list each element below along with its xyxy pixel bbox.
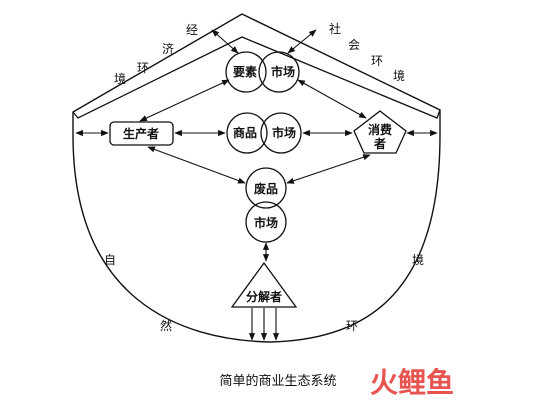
social-env-char-1: 社 bbox=[329, 21, 341, 36]
natural-env-char-1: 自 bbox=[104, 253, 116, 267]
goods-label: 商品 bbox=[233, 125, 257, 140]
arrow-market-to-consumer bbox=[297, 79, 367, 119]
consumer-pentagon bbox=[353, 110, 407, 154]
arrow-factors-to-producer bbox=[139, 79, 230, 122]
goods-market-label: 市场 bbox=[272, 125, 296, 140]
economic-env-char-2: 济 bbox=[162, 41, 174, 56]
factors-label: 要素 bbox=[233, 64, 257, 79]
arrow-social-env-to-market bbox=[287, 29, 317, 54]
natural-env-char-2: 然 bbox=[160, 318, 172, 333]
goods-circle bbox=[226, 112, 268, 154]
waste-market-circle bbox=[245, 201, 287, 243]
watermark-logo: 火鲤鱼 bbox=[370, 366, 454, 399]
waste-market-label: 市场 bbox=[254, 215, 278, 230]
social-env-char-3: 环 bbox=[371, 54, 383, 68]
social-env-char-4: 境 bbox=[393, 68, 405, 83]
natural-env-char-3: 境 bbox=[412, 252, 424, 267]
consumer-label-line2: 者 bbox=[373, 136, 386, 151]
economic-env-char-4: 境 bbox=[114, 71, 126, 86]
natural-env-char-4: 环 bbox=[346, 319, 358, 333]
economic-env-char-1: 经 bbox=[186, 23, 198, 37]
waste-circle bbox=[245, 167, 287, 209]
figure-caption: 简单的商业生态系统 bbox=[219, 373, 336, 389]
factors-circle bbox=[225, 51, 267, 93]
arrow-economic-env-to-factors bbox=[211, 29, 239, 54]
ecosystem-boundary bbox=[72, 13, 441, 343]
factor-market-label: 市场 bbox=[271, 64, 295, 79]
producer-label: 生产者 bbox=[123, 126, 159, 141]
economic-env-char-3: 环 bbox=[137, 61, 149, 75]
market-environment-boundary bbox=[72, 36, 441, 119]
factor-market-circle bbox=[258, 51, 300, 93]
arrow-producer-to-waste bbox=[147, 146, 246, 184]
decomposer-triangle bbox=[230, 261, 298, 308]
goods-market-circle bbox=[260, 112, 302, 154]
decomposer-label: 分解者 bbox=[246, 289, 282, 304]
consumer-label-line1: 消费 bbox=[368, 122, 392, 137]
arrow-consumer-to-waste bbox=[286, 154, 371, 184]
producer-box bbox=[109, 121, 174, 146]
social-env-char-2: 会 bbox=[348, 38, 360, 52]
waste-label: 废品 bbox=[254, 181, 278, 196]
